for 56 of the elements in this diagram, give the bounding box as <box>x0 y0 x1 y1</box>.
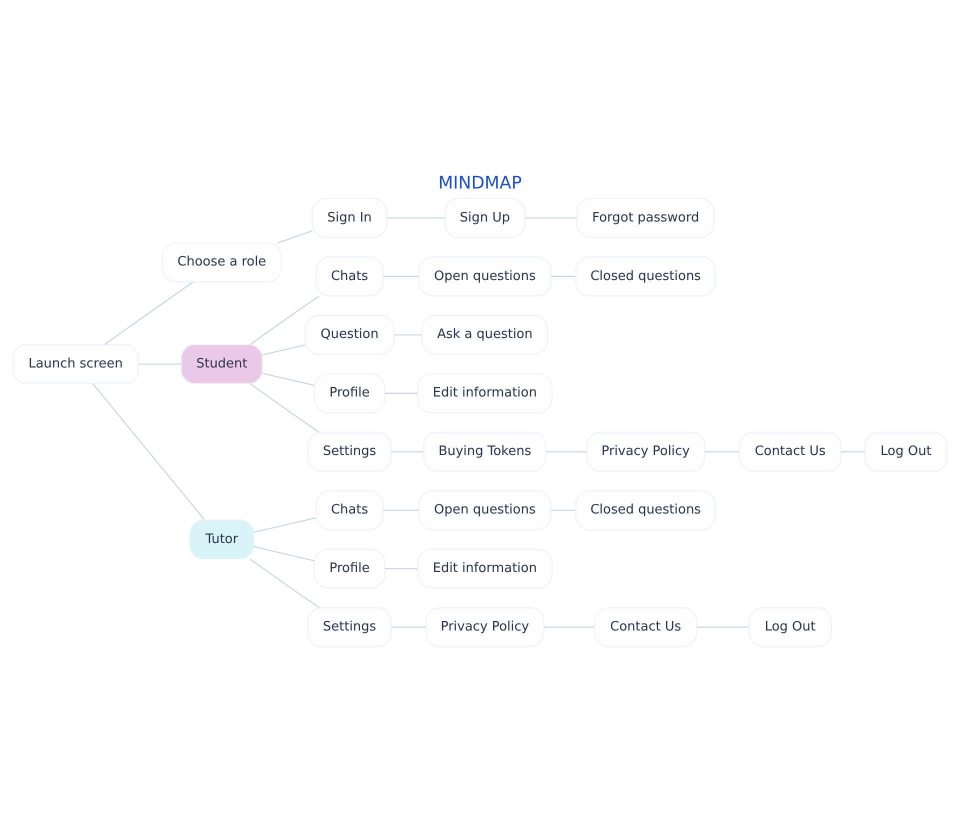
node-box: Ask a question <box>422 314 548 354</box>
node-box: Forgot password <box>576 197 715 238</box>
node-box: Open questions <box>418 490 552 530</box>
connector <box>262 372 314 386</box>
node-box: Edit information <box>417 372 553 413</box>
node-box: Open questions <box>418 256 552 296</box>
node-box: Question <box>304 314 394 354</box>
node-box: Choose a role <box>162 242 282 282</box>
node-box: Privacy Policy <box>586 431 706 472</box>
connector <box>391 626 426 628</box>
diagram-title: MINDMAP <box>438 173 522 194</box>
node-box: Privacy Policy <box>425 606 544 647</box>
node-box: Tutor <box>189 518 254 560</box>
node-box: Launch screen <box>12 344 139 384</box>
node-box: Sign Up <box>444 197 526 238</box>
node-box: Student <box>180 344 263 384</box>
connector <box>546 450 586 452</box>
connector <box>383 275 419 276</box>
connector <box>696 626 749 628</box>
connector <box>391 450 424 452</box>
connector <box>278 230 312 243</box>
node-box: Closed questions <box>575 256 716 296</box>
connector <box>384 568 418 569</box>
connector <box>104 280 194 344</box>
connector <box>262 344 306 355</box>
connector <box>384 392 418 394</box>
connector <box>841 450 865 452</box>
connector <box>550 275 576 276</box>
node-box: Contact Us <box>594 606 698 647</box>
node-box: Log Out <box>864 431 948 472</box>
node-box: Sign In <box>312 197 388 238</box>
connector <box>92 383 205 520</box>
node-box: Edit information <box>417 548 553 588</box>
node-box: Contact Us <box>738 431 842 472</box>
connector <box>387 216 445 218</box>
connector <box>250 558 320 608</box>
connector <box>544 626 594 628</box>
connector <box>254 546 314 561</box>
node-box: Chats <box>315 256 384 296</box>
node-box: Settings <box>307 606 392 647</box>
node-box: Log Out <box>748 606 832 647</box>
connector <box>383 509 419 510</box>
connector <box>525 216 577 218</box>
node-box: Buying Tokens <box>423 431 547 472</box>
node-box: Profile <box>314 372 386 413</box>
node-box: Profile <box>314 548 386 588</box>
node-box: Settings <box>307 431 392 472</box>
connector <box>394 334 422 335</box>
connector <box>138 363 181 364</box>
connector <box>250 295 320 344</box>
connector <box>550 509 576 510</box>
node-box: Closed questions <box>575 490 716 530</box>
connector <box>254 516 316 532</box>
connector <box>705 450 740 452</box>
connector <box>250 382 320 432</box>
node-box: Chats <box>315 490 384 530</box>
